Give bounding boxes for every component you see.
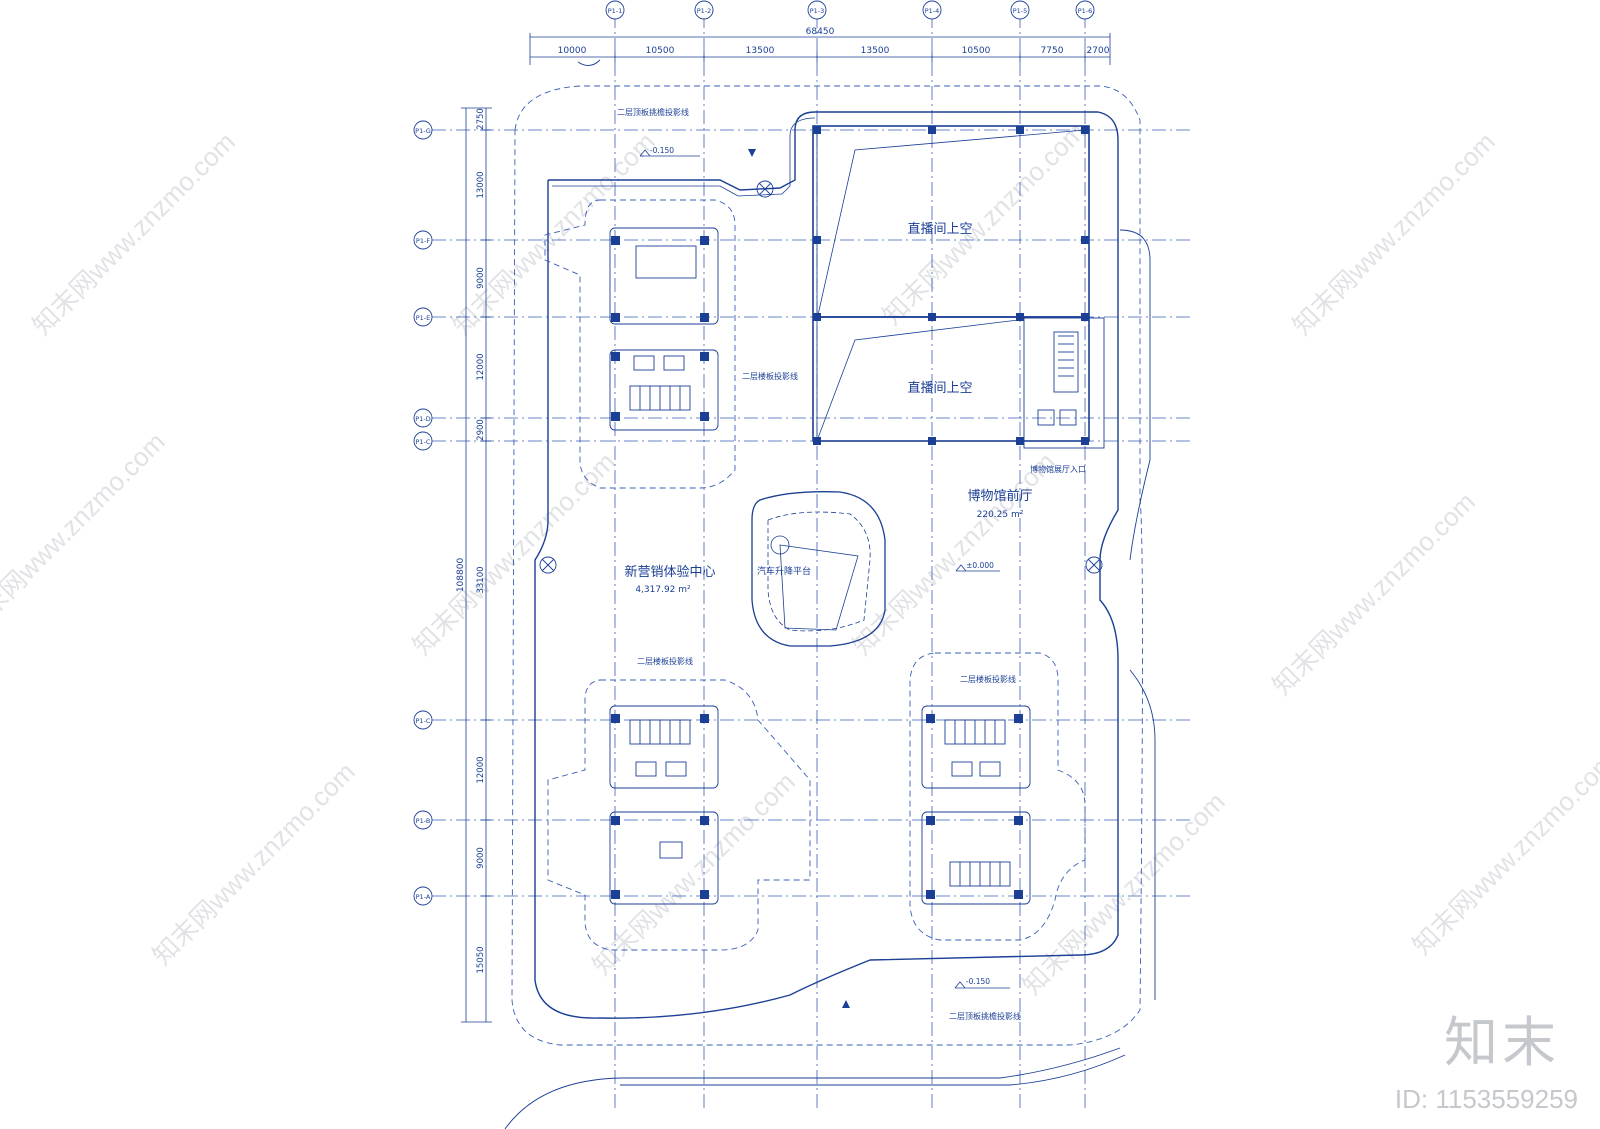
marketing-center-area: 4,317.92 m²	[635, 585, 691, 595]
axis-label-left: P1-E	[416, 314, 431, 322]
axis-label-top: P1-5	[1013, 7, 1028, 15]
revolving-door-icons	[539, 180, 1103, 574]
canopy-projection-outline	[511, 85, 1143, 1046]
dimension-left: 9000	[476, 847, 486, 869]
axis-bubbles-left	[413, 120, 433, 906]
museum-hall-label: 博物馆前厅	[967, 488, 1032, 504]
dimension-chain-top	[529, 33, 1111, 65]
axis-label-top: P1-1	[608, 7, 623, 15]
axis-label-left: P1-D	[415, 415, 430, 423]
brand-logo: 知末	[1444, 1011, 1560, 1074]
canopy-projection-label-bottom: 二层顶板挑檐投影线	[949, 1011, 1021, 1021]
slab-projection-label: 二层楼板投影线	[742, 371, 798, 381]
dimension-total-left: 108800	[456, 558, 466, 593]
core-top-left	[609, 227, 719, 431]
core-museum-right	[1023, 317, 1105, 449]
entrance-arrows	[748, 149, 850, 1008]
watermark-text: 知末网www.znzmo.com	[446, 126, 660, 340]
elevation-label: -0.150	[966, 977, 990, 986]
core-bottom-left	[609, 705, 719, 905]
dimension-left: 33100	[476, 566, 486, 593]
core-bottom-right	[921, 705, 1031, 905]
museum-hall-area: 220.25 m²	[977, 510, 1024, 520]
watermark-text: 知末网www.znzmo.com	[146, 756, 360, 970]
watermark-text: 知末网www.znzmo.com	[846, 446, 1060, 660]
dimension-top: 7750	[1041, 46, 1064, 56]
slab-projection-label: 二层楼板投影线	[960, 674, 1016, 684]
car-lift-label: 汽车升降平台	[757, 565, 811, 577]
axis-label-left: P1-F	[416, 237, 430, 245]
dimension-left: 12000	[476, 756, 486, 783]
watermark-text: 知末网www.znzmo.com	[586, 766, 800, 980]
slab-projection-label: 二层楼板投影线	[637, 656, 693, 666]
brand-id-text: ID: 1153559259	[1394, 1084, 1578, 1114]
core-bottom-left-columns	[611, 714, 709, 899]
watermark-text: 知末网www.znzmo.com	[1286, 126, 1500, 340]
watermark-text: 知末网www.znzmo.com	[1406, 746, 1600, 960]
museum-entry-label: 博物馆展厅入口	[1030, 464, 1086, 474]
elevation-label: -0.150	[650, 146, 674, 155]
dimension-top: 13500	[746, 46, 775, 56]
dimension-top: 13500	[861, 46, 890, 56]
car-lift-platform	[751, 491, 886, 647]
site-road-lines	[504, 59, 1156, 1129]
dimension-top: 10500	[646, 46, 675, 56]
dimension-left: 2750	[476, 108, 486, 130]
dimension-top: 2700	[1087, 46, 1110, 56]
axis-label-top: P1-2	[697, 7, 712, 15]
marketing-center-label: 新营销体验中心	[624, 564, 715, 580]
dimension-left: 2900	[476, 419, 486, 441]
watermark-text: 知末网www.znzmo.com	[1016, 786, 1230, 1000]
dimension-left: 15050	[476, 946, 486, 973]
live-studio-voids	[812, 125, 1090, 442]
axis-label-top: P1-6	[1078, 7, 1093, 15]
core-bottom-right-columns	[926, 714, 1023, 899]
axis-label-left: P1-B	[416, 817, 431, 825]
studio-void-label-2: 直播间上空	[907, 381, 972, 396]
core-top-left-columns	[611, 236, 709, 421]
dimension-chain-left	[461, 107, 492, 1023]
dimension-left: 9000	[476, 267, 486, 289]
axis-label-left: P1-G	[415, 127, 431, 135]
studio-void-label-1: 直播间上空	[907, 222, 972, 237]
elevation-marks	[639, 149, 1010, 989]
dimension-left: 13000	[476, 171, 486, 198]
watermark-text: 知末网www.znzmo.com	[26, 126, 240, 340]
axis-label-top: P1-4	[925, 7, 940, 15]
dimension-left: 12000	[476, 353, 486, 380]
elevation-label: ±0.000	[966, 561, 994, 570]
dimension-total-top: 68450	[806, 27, 835, 37]
axis-label-left: P1-C	[416, 717, 431, 725]
axis-label-left: P1-A	[416, 893, 431, 901]
dimension-top: 10500	[962, 46, 991, 56]
watermark-text: 知末网www.znzmo.com	[0, 426, 171, 640]
building-outline	[534, 111, 1119, 1019]
axis-bubbles-top	[605, 0, 1095, 20]
dimension-top: 10000	[558, 46, 587, 56]
canopy-projection-label-top: 二层顶板挑檐投影线	[617, 107, 689, 117]
slab-projection-zones	[544, 199, 1086, 951]
watermark-text: 知末网www.znzmo.com	[1266, 486, 1480, 700]
axis-label-top: P1-3	[810, 7, 825, 15]
axis-label-left: P1-C	[416, 438, 431, 446]
